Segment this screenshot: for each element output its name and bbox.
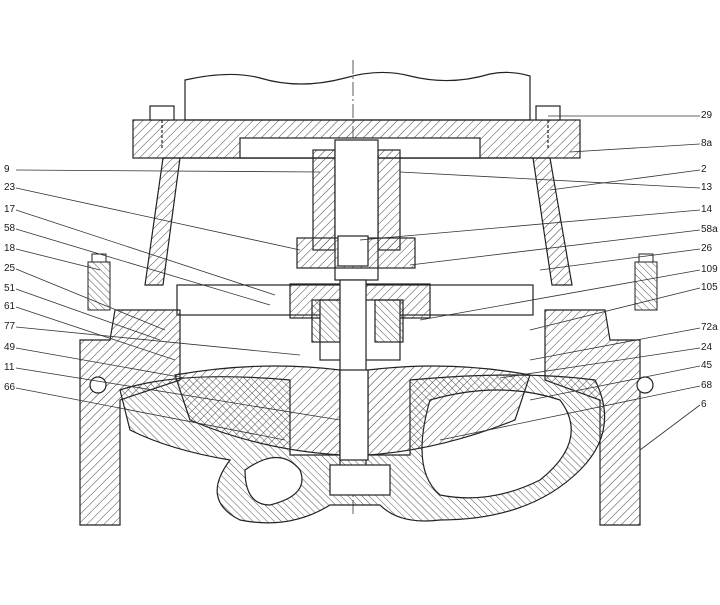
label-11: 11 — [4, 362, 15, 373]
casing-bolts — [87, 253, 658, 311]
label-68: 68 — [701, 380, 713, 391]
label-2: 2 — [701, 164, 707, 175]
label-6: 6 — [701, 399, 707, 410]
label-18: 18 — [4, 243, 16, 254]
label-109: 109 — [701, 264, 718, 275]
label-29: 29 — [701, 110, 713, 121]
right-leader-lines — [359, 115, 701, 451]
impeller — [174, 365, 531, 461]
label-14: 14 — [701, 204, 713, 215]
bearing-bracket — [176, 279, 534, 481]
label-51: 51 — [4, 283, 16, 294]
label-66: 66 — [4, 382, 16, 393]
label-105: 105 — [701, 282, 718, 293]
label-26: 26 — [701, 243, 713, 254]
label-17: 17 — [4, 204, 16, 215]
label-58: 58 — [4, 223, 16, 234]
label-25: 25 — [4, 263, 16, 274]
label-24: 24 — [701, 342, 713, 353]
label-13: 13 — [701, 182, 713, 193]
label-58a: 58a — [701, 224, 718, 235]
left-leader-lines — [15, 169, 341, 441]
label-9: 9 — [4, 164, 10, 175]
label-23: 23 — [4, 182, 16, 193]
label-77: 77 — [4, 321, 16, 332]
motor-housing — [184, 71, 531, 121]
label-49: 49 — [4, 342, 16, 353]
label-45: 45 — [701, 360, 713, 371]
pump-lantern — [144, 157, 573, 286]
shaft-coupling — [296, 139, 416, 281]
label-72a: 72a — [701, 322, 718, 333]
label-8a: 8a — [701, 138, 713, 149]
label-61: 61 — [4, 301, 16, 312]
